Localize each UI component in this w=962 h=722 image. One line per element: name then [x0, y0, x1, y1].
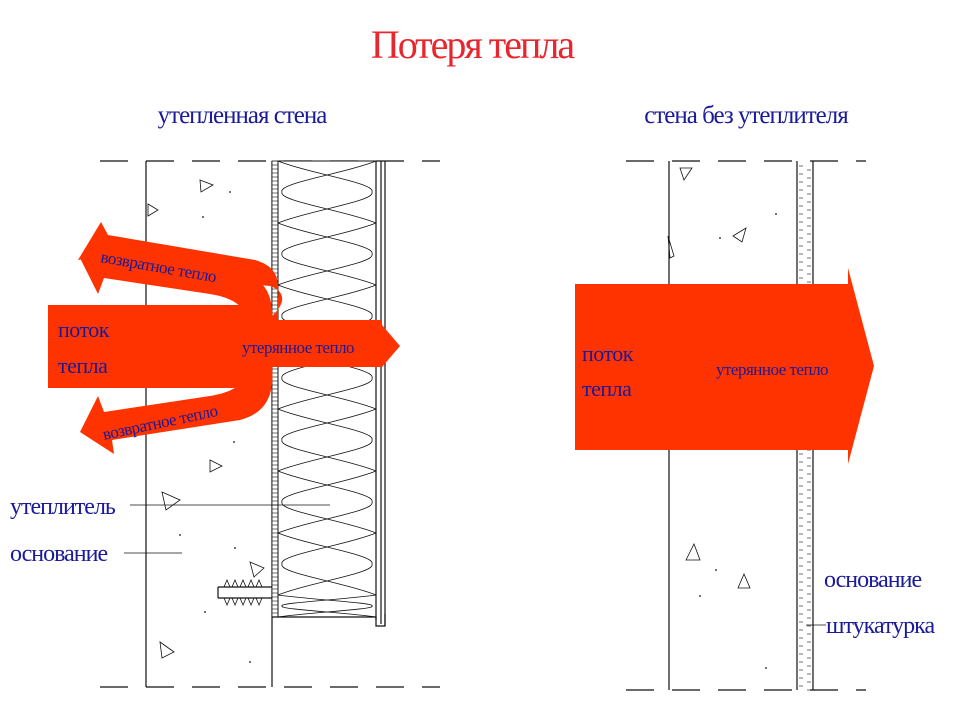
concrete-aggregate-right: [667, 167, 777, 669]
page-title: Потеря тепла: [371, 22, 576, 67]
heat-flow-label-right-line2: тепла: [582, 376, 632, 401]
insulation-wave-pattern: [277, 160, 377, 618]
dowel-anchor: [217, 578, 272, 607]
insulated-wall-heading: утепленная стена: [158, 102, 328, 129]
uninsulated-wall-panel: стена без утеплителя поток тепла утерянн…: [575, 102, 936, 691]
insulation-callout: утеплитель: [10, 494, 116, 520]
insulation-wave: [277, 532, 373, 596]
insulation-wave: [277, 594, 373, 618]
insulation-wave: [281, 160, 377, 224]
base-callout-right: основание: [824, 567, 921, 593]
heat-flow-label-left-line2: тепла: [58, 353, 108, 378]
heat-flow-arrow: [48, 305, 400, 388]
insulation-wave: [277, 470, 373, 534]
concrete-aggregate: [147, 179, 265, 663]
lost-heat-label-right: утерянное тепло: [716, 360, 828, 379]
lost-heat-label-left: утерянное тепло: [242, 338, 354, 357]
insulation-wave: [277, 160, 373, 224]
return-heat-arrow-bottom: [80, 367, 273, 454]
lost-heat-arrow-guide: [78, 222, 398, 346]
insulated-wall-panel: утепленная стена: [10, 102, 440, 688]
adhesive-hatch: [272, 164, 278, 614]
starter-profile: [272, 614, 386, 627]
insulation-wave: [281, 408, 377, 472]
base-callout-left: основание: [10, 541, 107, 567]
insulation-wave: [281, 594, 377, 618]
insulation-layer: [277, 160, 377, 618]
insulation-wave: [281, 470, 377, 534]
heat-flow-label-right-line1: поток: [582, 341, 634, 366]
insulation-wave: [281, 222, 377, 286]
insulation-wave: [277, 408, 373, 472]
insulation-wave: [281, 532, 377, 596]
plaster-callout: штукатурка: [826, 613, 935, 639]
return-heat-arrow-top: [80, 236, 273, 326]
uninsulated-wall-heading: стена без утеплителя: [644, 102, 849, 129]
heat-flow-arrow-right: [575, 268, 874, 464]
insulation-wave: [277, 222, 373, 286]
heat-flow-label-left-line1: поток: [58, 317, 110, 342]
